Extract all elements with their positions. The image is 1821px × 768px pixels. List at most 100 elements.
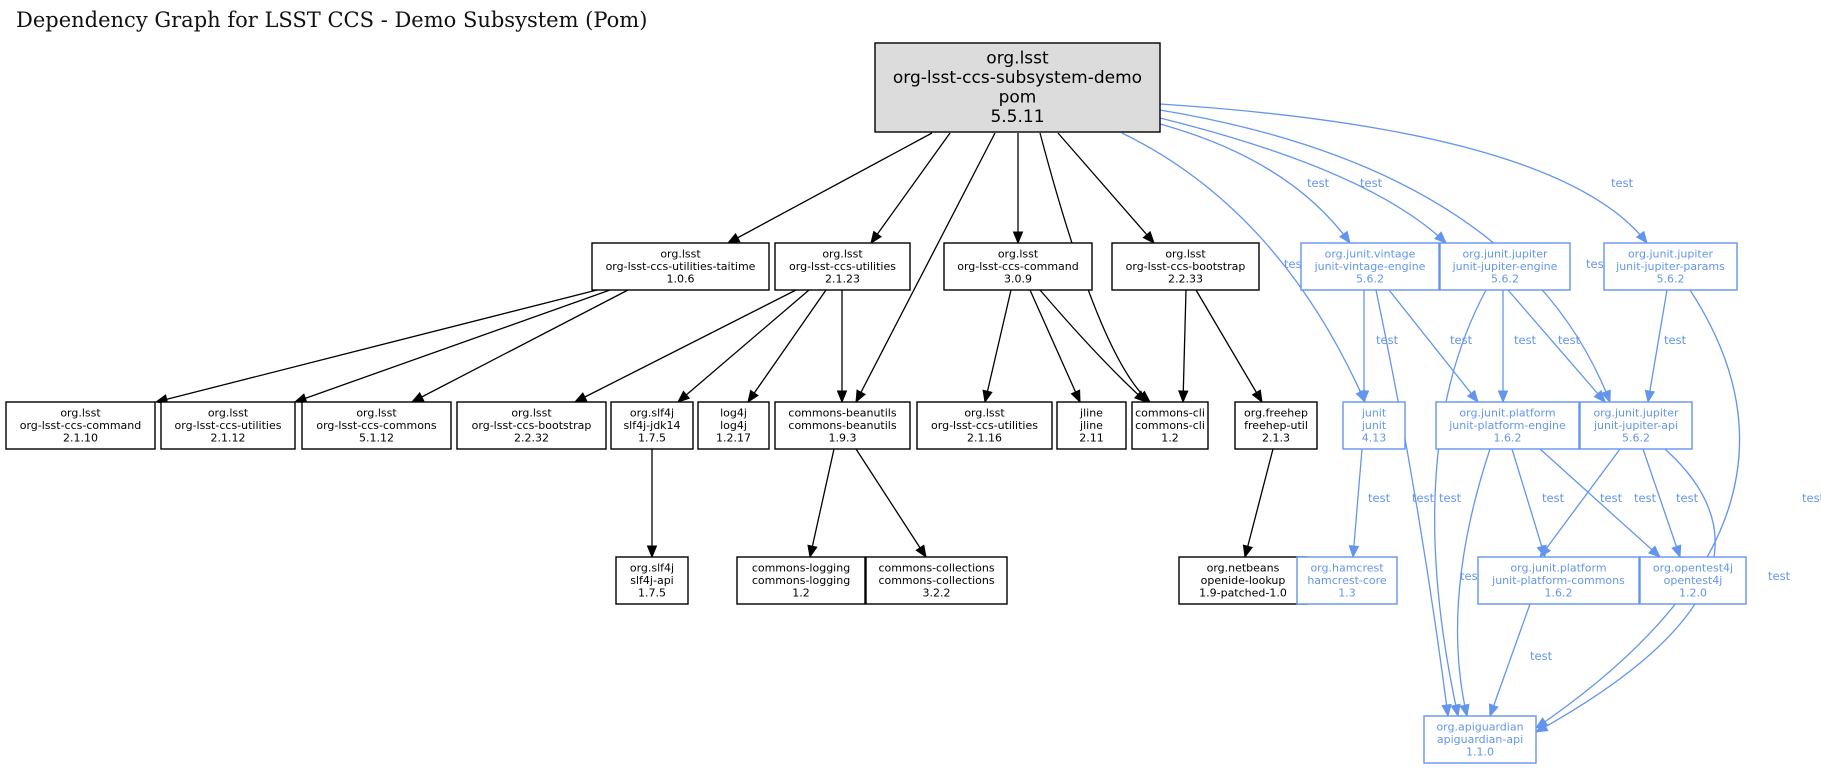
node-box: [916, 401, 1053, 450]
node-line: commons-collections: [878, 574, 994, 587]
node-line: commons-cli: [1135, 407, 1205, 420]
edge-label: test: [1460, 569, 1483, 583]
edge-line: [855, 448, 927, 558]
node-platformEngine[interactable]: org.junit.platformjunit-platform-engine1…: [1435, 401, 1580, 450]
edge-arrowhead: [1339, 230, 1351, 245]
edge-root-to-beanutils: [855, 132, 996, 404]
edge-root-to-vintage: test: [1159, 123, 1351, 245]
node-platformCommons[interactable]: org.junit.platformjunit-platform-commons…: [1477, 556, 1640, 605]
node-line: pom: [999, 88, 1037, 108]
edge-bootstrap2233-to-commonsCli: [1178, 289, 1189, 404]
node-box: [1296, 556, 1398, 605]
node-box: [615, 556, 689, 605]
node-box: [610, 401, 694, 450]
edge-line: [1195, 289, 1263, 403]
node-box: [456, 401, 607, 450]
edge-line: [677, 289, 810, 403]
edge-utilities2123-to-slf4jJdk: [676, 289, 810, 403]
edge-junit-to-hamcrest: test: [1348, 448, 1391, 559]
edge-line: [1507, 289, 1606, 403]
node-box: [1477, 556, 1640, 605]
edge-line: [1182, 289, 1187, 403]
node-box: [160, 401, 296, 450]
node-root[interactable]: org.lsstorg-lsst-ccs-subsystem-demopom5.…: [874, 42, 1161, 133]
node-vintage[interactable]: org.junit.vintagejunit-vintage-engine5.6…: [1300, 242, 1440, 291]
edge-line: [984, 289, 1012, 403]
edge-utilities2123-to-bootstrap2232: [573, 289, 797, 403]
node-line: commons-beanutils: [788, 407, 896, 420]
edge-arrowhead: [1539, 544, 1552, 559]
node-line: slf4j-jdk14: [623, 419, 680, 432]
node-line: 1.2.17: [716, 432, 751, 445]
node-box: [1423, 715, 1537, 764]
edge-label: test: [1530, 649, 1553, 663]
node-line: org.junit.vintage: [1325, 248, 1416, 261]
edge-jupiterEngine-to-platformEngine: test: [1497, 290, 1537, 404]
edge-root-to-utilities2123: [870, 132, 951, 245]
edge-line: [294, 289, 611, 403]
edge-arrowhead: [1600, 389, 1611, 404]
edge-line: [855, 132, 996, 403]
node-line: 2.1.3: [1262, 432, 1290, 445]
edge-vintage-to-platformEngine: test: [1388, 289, 1479, 404]
edge-arrowhead: [1242, 544, 1253, 559]
edge-platformEngine-to-opentest4j: test: [1539, 448, 1661, 558]
node-box: [736, 556, 866, 605]
edge-line: [747, 289, 827, 403]
edge-arrowhead: [573, 392, 588, 403]
edge-arrowhead: [726, 232, 741, 244]
node-jupiterParams[interactable]: org.junit.jupiterjunit-jupiter-params5.6…: [1603, 242, 1738, 291]
edge-line: [1433, 289, 1487, 717]
node-line: junit: [1361, 407, 1387, 420]
node-line: apiguardian-api: [1437, 733, 1523, 746]
edge-label: test: [1802, 491, 1821, 505]
edge-label: test: [1514, 333, 1537, 347]
edge-label: test: [1412, 491, 1435, 505]
edge-arrowhead: [1441, 703, 1452, 718]
edge-utilities2123-to-log4j: [747, 289, 827, 404]
node-taitime[interactable]: org.lsstorg-lsst-ccs-utilities-taitime1.…: [591, 242, 770, 291]
node-line: openide-lookup: [1201, 574, 1286, 587]
node-collections[interactable]: commons-collectionscommons-collections3.…: [865, 556, 1008, 605]
edge-platformEngine-to-apiguardian: test: [1456, 448, 1491, 718]
edge-slf4jJdk-to-slf4jApi: [646, 449, 658, 559]
edge-line: [809, 448, 835, 558]
edge-root-to-bootstrap2233: [1057, 132, 1155, 244]
node-line: junit-platform-commons: [1491, 574, 1625, 587]
node-openide[interactable]: org.netbeansopenide-lookup1.9-patched-1.…: [1178, 556, 1308, 605]
edge-arrowhead: [1012, 231, 1024, 245]
node-line: org.slf4j: [630, 407, 674, 420]
edge-arrowhead: [1671, 544, 1682, 559]
edge-arrowhead: [1178, 390, 1189, 404]
edge-label: test: [1600, 491, 1623, 505]
edge-arrowhead: [1434, 231, 1447, 244]
edge-arrowhead: [1497, 390, 1509, 404]
node-line: 5.6.2: [1622, 432, 1650, 445]
edge-line: [1039, 289, 1147, 403]
edge-line: [1121, 132, 1366, 403]
node-jupiterEngine[interactable]: org.junit.jupiterjunit-jupiter-engine5.6…: [1439, 242, 1571, 291]
edge-arrowhead: [1647, 545, 1661, 558]
node-line: 1.7.5: [638, 432, 666, 445]
